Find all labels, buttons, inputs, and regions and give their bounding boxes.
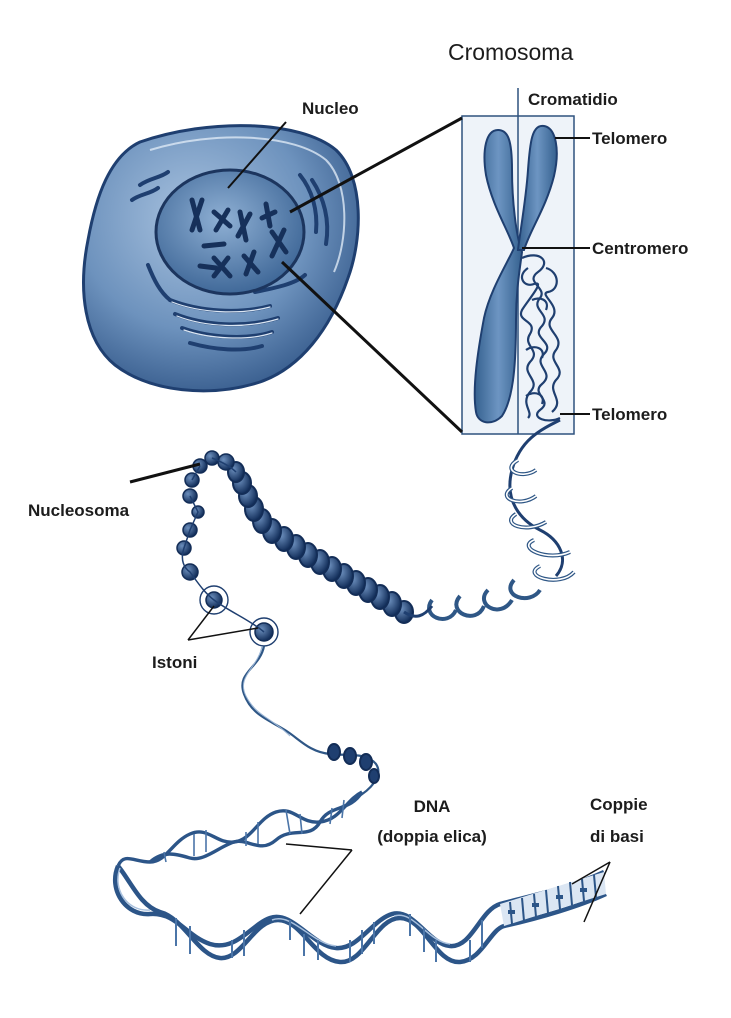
label-di-basi: di basi <box>590 827 644 846</box>
nucleosome-beads <box>177 451 273 641</box>
label-centromero: Centromero <box>592 239 688 258</box>
label-cromosoma: Cromosoma <box>448 39 573 65</box>
label-doppia-elica: (doppia elica) <box>377 827 487 846</box>
chromatin-fiber <box>177 420 574 798</box>
label-telomero-bottom: Telomero <box>592 405 667 424</box>
dna-leader-1 <box>286 844 352 850</box>
cell <box>84 126 359 391</box>
label-nucleo: Nucleo <box>302 99 359 118</box>
label-dna: DNA <box>414 797 451 816</box>
dna-leader-2 <box>300 850 352 914</box>
label-coppie: Coppie <box>590 795 648 814</box>
istoni-leader-1 <box>188 606 214 640</box>
dna-strand <box>242 646 378 798</box>
label-cromatidio: Cromatidio <box>528 90 618 109</box>
solenoid-coil <box>228 462 413 623</box>
istoni-leader-2 <box>188 628 258 640</box>
label-telomero-top: Telomero <box>592 129 667 148</box>
dna-condensation <box>328 744 379 783</box>
label-istoni: Istoni <box>152 653 197 672</box>
double-helix <box>115 792 606 962</box>
label-nucleosoma: Nucleosoma <box>28 501 130 520</box>
